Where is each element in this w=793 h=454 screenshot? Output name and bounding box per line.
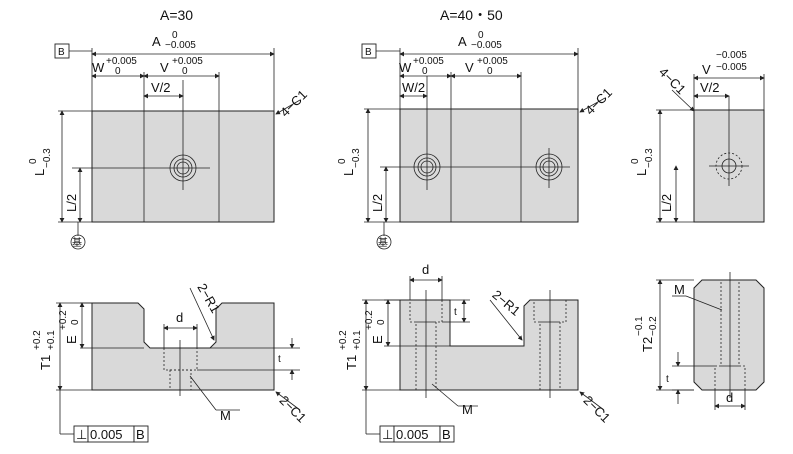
svg-text:0: 0 xyxy=(337,158,348,164)
svg-text:+0.2: +0.2 xyxy=(32,330,43,350)
svg-text:0: 0 xyxy=(70,319,81,325)
dim-L-half-middle: L/2 xyxy=(370,194,385,212)
svg-text:0: 0 xyxy=(422,66,428,77)
middle-block-outline xyxy=(399,108,579,223)
dim-t-left: t xyxy=(278,354,281,365)
svg-text:⊥: ⊥ xyxy=(76,427,87,442)
svg-text:+0.005: +0.005 xyxy=(172,56,203,67)
svg-text:0: 0 xyxy=(172,30,178,41)
dim-L-left: L xyxy=(32,169,47,176)
radius-label-middle: 2−R1 xyxy=(489,287,523,319)
chamfer-label-left: 4−C1 xyxy=(277,87,310,120)
chamfer-label-middle: 4−C1 xyxy=(582,85,615,118)
svg-text:+0.2: +0.2 xyxy=(338,330,349,350)
dim-T2-right: T2 xyxy=(640,337,655,352)
svg-text:+0.005: +0.005 xyxy=(413,56,444,67)
svg-text:0.005: 0.005 xyxy=(396,427,429,442)
dim-V-middle: V xyxy=(465,60,474,75)
left-section-outline xyxy=(91,302,275,391)
svg-text:+0.1: +0.1 xyxy=(352,330,363,350)
svg-text:+0.005: +0.005 xyxy=(477,56,508,67)
dim-W-left: W xyxy=(92,60,105,75)
dim-L-right: L xyxy=(634,169,649,176)
svg-text:B: B xyxy=(136,427,145,442)
svg-text:−0.005: −0.005 xyxy=(716,50,747,61)
perpendicularity-frame-middle: ⊥ 0.005 B xyxy=(379,425,455,443)
header-middle: A=40・50 xyxy=(440,7,503,23)
dim-E-middle: E xyxy=(370,335,385,344)
dim-W-middle: W xyxy=(399,60,412,75)
thread-label-left: M xyxy=(220,408,231,423)
chamfer2-label-middle: 2−C1 xyxy=(581,393,614,426)
dim-t-middle: t xyxy=(454,307,457,318)
dim-L-half-left: L/2 xyxy=(64,194,79,212)
dim-L-half-right: L/2 xyxy=(659,194,674,212)
chamfer2-label-left: 2−C1 xyxy=(277,393,310,426)
dim-V-right: V xyxy=(702,62,711,77)
middle-top-view: A 0 −0.005 B W +0.005 0 V +0.005 0 W/2 4… xyxy=(337,30,615,250)
svg-text:−0.005: −0.005 xyxy=(471,40,502,51)
header-left: A=30 xyxy=(160,7,193,23)
svg-text:−0.3: −0.3 xyxy=(644,148,655,168)
dim-V-half-left: V/2 xyxy=(151,80,171,95)
svg-text:0: 0 xyxy=(28,158,39,164)
dim-V-left: V xyxy=(160,60,169,75)
dim-d-left: d xyxy=(176,310,183,325)
svg-text:0.005: 0.005 xyxy=(90,427,123,442)
dim-E-left: E xyxy=(64,335,79,344)
middle-front-view: d t 2−R1 E +0.2 0 T1 +0.2 +0.1 M 2−C1 xyxy=(338,262,614,443)
svg-text:−0.005: −0.005 xyxy=(165,40,196,51)
svg-text:0: 0 xyxy=(630,158,641,164)
svg-text:−0.3: −0.3 xyxy=(42,148,53,168)
dim-T1-middle: T1 xyxy=(344,355,359,370)
svg-text:B: B xyxy=(442,427,451,442)
svg-text:−0.005: −0.005 xyxy=(716,62,747,73)
thread-label-right: M xyxy=(674,282,685,297)
svg-text:⊥: ⊥ xyxy=(382,427,393,442)
base-mark-middle xyxy=(376,234,392,250)
dim-V-half-right: V/2 xyxy=(700,80,720,95)
svg-text:基: 基 xyxy=(378,236,388,249)
svg-text:B: B xyxy=(58,47,65,58)
right-top-view: V −0.005 −0.005 V/2 4−C1 L 0 −0.3 L/2 xyxy=(630,50,765,223)
radius-label-left: 2−R1 xyxy=(194,281,223,316)
left-front-view: d 2−R1 t E +0.2 0 T1 +0.2 +0.1 M 2−C1 xyxy=(32,281,310,443)
svg-text:0: 0 xyxy=(182,66,188,77)
svg-text:0: 0 xyxy=(376,319,387,325)
right-section-outline xyxy=(693,279,765,391)
svg-text:+0.2: +0.2 xyxy=(58,310,69,330)
svg-text:−0.1: −0.1 xyxy=(634,316,645,336)
middle-section-outline xyxy=(399,299,579,391)
dim-W-half-middle: W/2 xyxy=(402,80,425,95)
dim-t-right: t xyxy=(666,374,669,385)
svg-text:+0.1: +0.1 xyxy=(46,330,57,350)
chamfer-label-right: 4−C1 xyxy=(656,64,689,97)
svg-text:B: B xyxy=(365,47,372,58)
dim-L-middle: L xyxy=(341,169,356,176)
svg-text:+0.005: +0.005 xyxy=(106,56,137,67)
dim-T1-left: T1 xyxy=(38,355,53,370)
right-front-view: M T2 −0.1 −0.2 t d xyxy=(634,272,765,410)
svg-text:−0.2: −0.2 xyxy=(648,316,659,336)
dim-A-left: A xyxy=(152,34,161,49)
dim-A-middle: A xyxy=(458,34,467,49)
svg-text:基: 基 xyxy=(72,236,82,249)
left-top-view: A 0 −0.005 B W +0.005 0 V +0.005 0 V/2 4… xyxy=(28,30,310,250)
base-mark-left xyxy=(70,234,86,250)
svg-text:0: 0 xyxy=(478,30,484,41)
svg-text:0: 0 xyxy=(115,66,121,77)
perpendicularity-frame-left: ⊥ 0.005 B xyxy=(73,425,149,443)
svg-text:−0.3: −0.3 xyxy=(351,148,362,168)
svg-text:0: 0 xyxy=(487,66,493,77)
thread-label-middle: M xyxy=(462,402,473,417)
svg-text:+0.2: +0.2 xyxy=(364,310,375,330)
dim-d-middle: d xyxy=(422,262,429,277)
dim-d-right: d xyxy=(726,390,733,405)
